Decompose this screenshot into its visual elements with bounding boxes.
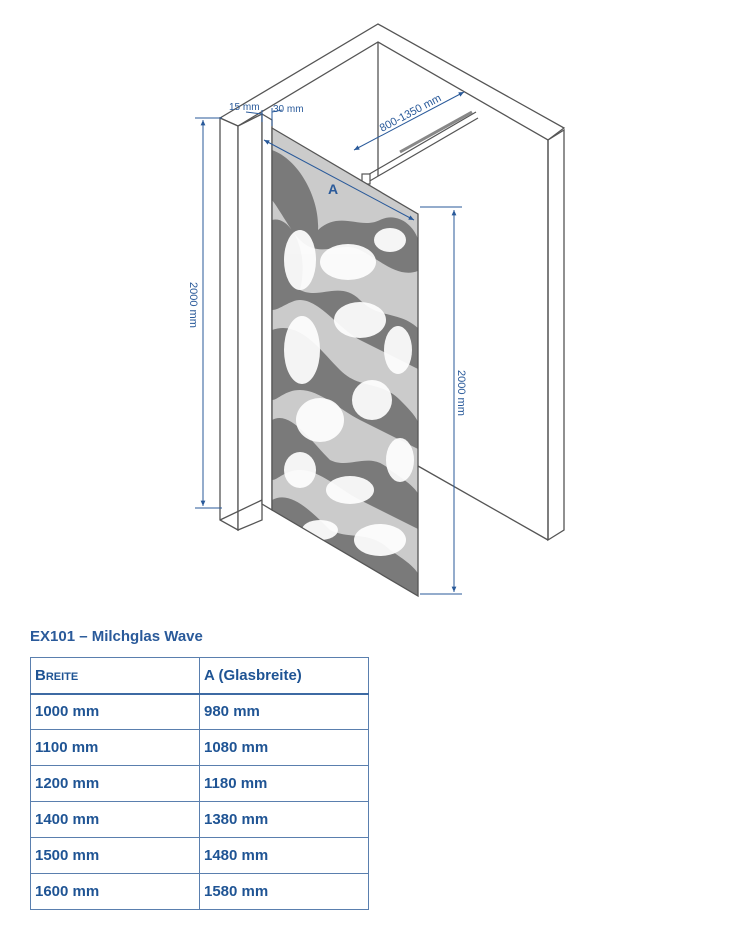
dim-profile-thickness-label: 15 mm — [229, 102, 260, 113]
table-row: 1600 mm 1580 mm — [30, 873, 369, 910]
room-walls — [218, 23, 566, 542]
size-table: Breite A (Glasbreite) 1000 mm 980 mm 110… — [30, 657, 369, 910]
table-row: 1200 mm 1180 mm — [30, 765, 369, 802]
cell-glass-width: 1580 mm — [199, 873, 369, 910]
table-header-row: Breite A (Glasbreite) — [30, 657, 369, 695]
cell-glass-width: 1480 mm — [199, 837, 369, 874]
shower-wall-diagram: 800-1350 mm A 15 mm 30 mm 2000 mm 2000 m… — [187, 23, 566, 598]
header-glass-width: A (Glasbreite) — [199, 657, 369, 695]
table-row: 1500 mm 1480 mm — [30, 837, 369, 874]
dim-glass-offset-label: 30 mm — [273, 104, 304, 115]
cell-width: 1500 mm — [30, 837, 200, 874]
glass-panel — [271, 126, 419, 598]
cell-glass-width: 1180 mm — [199, 765, 369, 802]
dim-height-left-label: 2000 mm — [187, 282, 199, 328]
cell-width: 1200 mm — [30, 765, 200, 802]
cell-width: 1000 mm — [30, 693, 200, 730]
dimension-lines — [195, 91, 465, 595]
table-row: 1400 mm 1380 mm — [30, 801, 369, 838]
dim-height-right-label: 2000 mm — [455, 370, 467, 416]
cell-width: 1100 mm — [30, 729, 200, 766]
cell-glass-width: 1380 mm — [199, 801, 369, 838]
cell-width: 1600 mm — [30, 873, 200, 910]
cell-glass-width: 980 mm — [199, 693, 369, 730]
dim-width-range-label: 800-1350 mm — [378, 92, 444, 134]
cell-glass-width: 1080 mm — [199, 729, 369, 766]
product-title: EX101 – Milchglas Wave — [30, 628, 203, 645]
table-row: 1100 mm 1080 mm — [30, 729, 369, 766]
header-width: Breite — [30, 657, 200, 695]
cell-width: 1400 mm — [30, 801, 200, 838]
dim-glass-width-label: A — [328, 181, 338, 197]
table-row: 1000 mm 980 mm — [30, 693, 369, 730]
